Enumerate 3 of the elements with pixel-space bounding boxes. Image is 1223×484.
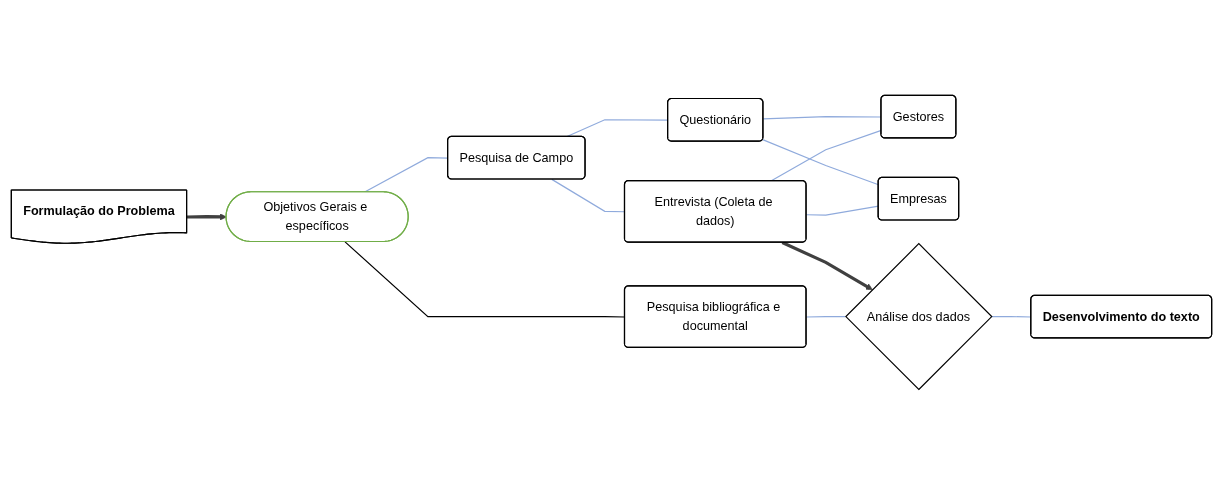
arrow	[186, 213, 227, 220]
arrow	[781, 240, 873, 290]
node-diamond: Análise dos dados	[845, 242, 993, 390]
